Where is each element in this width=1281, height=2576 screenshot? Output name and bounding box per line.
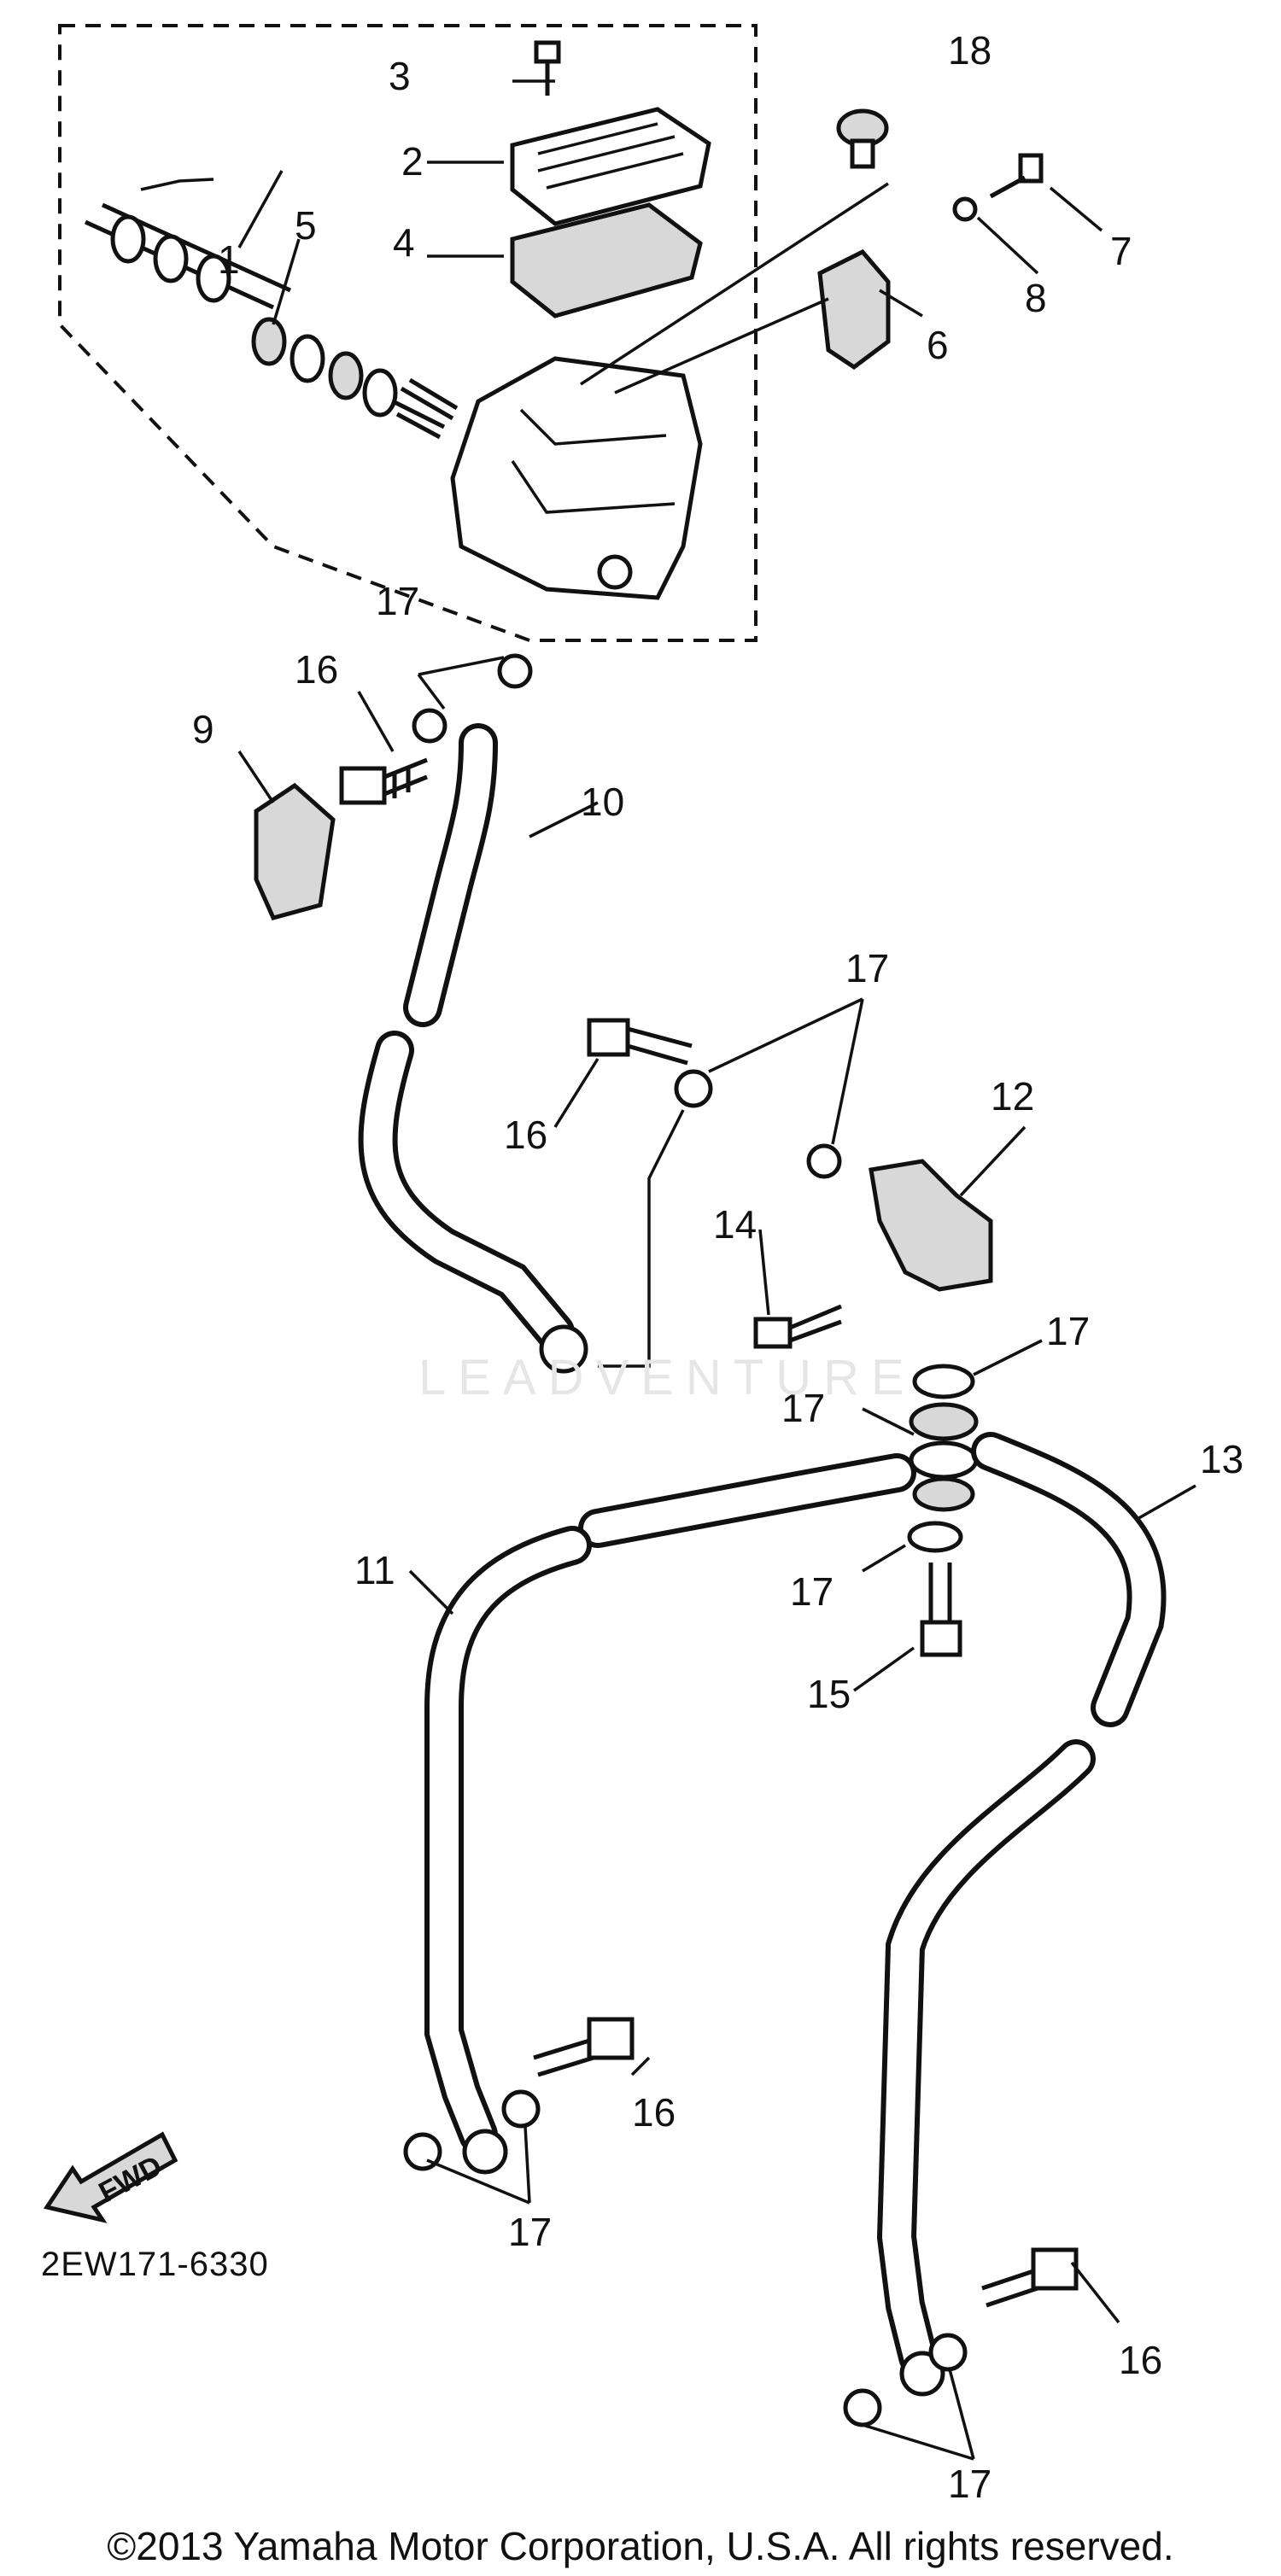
washer-17-d	[806, 1143, 842, 1179]
callout-16-left: 16	[632, 2090, 676, 2135]
callout-2: 2	[401, 139, 424, 184]
screw-3	[534, 40, 561, 96]
callout-1: 1	[218, 237, 240, 282]
callout-17-mid: 17	[845, 946, 889, 990]
washer-17-h	[928, 2333, 968, 2372]
callout-14: 14	[713, 1202, 757, 1247]
callout-17-joint-b: 17	[781, 1386, 825, 1430]
washer-17-b	[497, 653, 533, 689]
callout-5: 5	[295, 203, 317, 248]
reservoir-cap-2	[510, 107, 711, 226]
brake-hose-11	[424, 1453, 916, 2175]
callout-7: 7	[1110, 229, 1132, 273]
callout-16-top: 16	[295, 647, 338, 692]
callout-8: 8	[1025, 276, 1047, 320]
callout-17-top: 17	[376, 579, 419, 623]
callout-18: 18	[948, 28, 991, 73]
bolt-14	[753, 1304, 842, 1349]
union-bolt-16-left	[533, 2017, 635, 2077]
assembly-boundary	[58, 24, 757, 642]
callout-17-joint-a: 17	[1046, 1309, 1090, 1353]
callout-6: 6	[927, 323, 949, 367]
screw-7	[989, 153, 1044, 199]
three-way-joint-12	[869, 1159, 993, 1292]
callout-15: 15	[807, 1672, 851, 1716]
brake-hose-13	[876, 1432, 1167, 2397]
union-bolt-16-middle	[587, 1018, 693, 1066]
callout-16-mid: 16	[504, 1113, 547, 1157]
washer-17-g	[843, 2388, 882, 2427]
washer-8	[952, 196, 978, 222]
callout-9: 9	[192, 707, 214, 751]
union-bolt-16-right	[981, 2247, 1079, 2308]
watermark: LEADVENTURE	[418, 1350, 916, 1405]
brake-hose-10	[358, 723, 588, 1374]
callout-10: 10	[581, 780, 624, 824]
callout-17-right: 17	[948, 2462, 991, 2506]
callout-13: 13	[1200, 1437, 1243, 1481]
union-bolt-cover-9	[254, 782, 336, 920]
washer-17-c	[674, 1069, 713, 1108]
joint-stack	[907, 1364, 979, 1657]
holder-6	[817, 248, 891, 371]
diaphragm-4	[510, 202, 703, 318]
callout-17-left: 17	[508, 2210, 552, 2254]
washer-17-f	[501, 2089, 541, 2129]
piston-kit-5	[84, 202, 459, 440]
callout-12: 12	[991, 1074, 1034, 1119]
union-bolt-16-upper	[339, 757, 428, 805]
callout-11: 11	[354, 1548, 395, 1592]
copyright-notice: ©2013 Yamaha Motor Corporation, U.S.A. A…	[107, 2524, 1174, 2568]
master-cylinder-body-1	[450, 356, 703, 600]
forward-direction-arrow: FWD	[43, 2131, 178, 2223]
callout-17-joint-c: 17	[790, 1569, 834, 1614]
diagram-code: 2EW171-6330	[41, 2246, 269, 2283]
bleed-cap-18	[836, 108, 889, 169]
callout-3: 3	[389, 54, 411, 98]
callout-16-right: 16	[1119, 2338, 1162, 2382]
callout-4: 4	[393, 220, 415, 265]
washer-17-e	[403, 2132, 442, 2171]
washer-17-a	[412, 708, 447, 744]
